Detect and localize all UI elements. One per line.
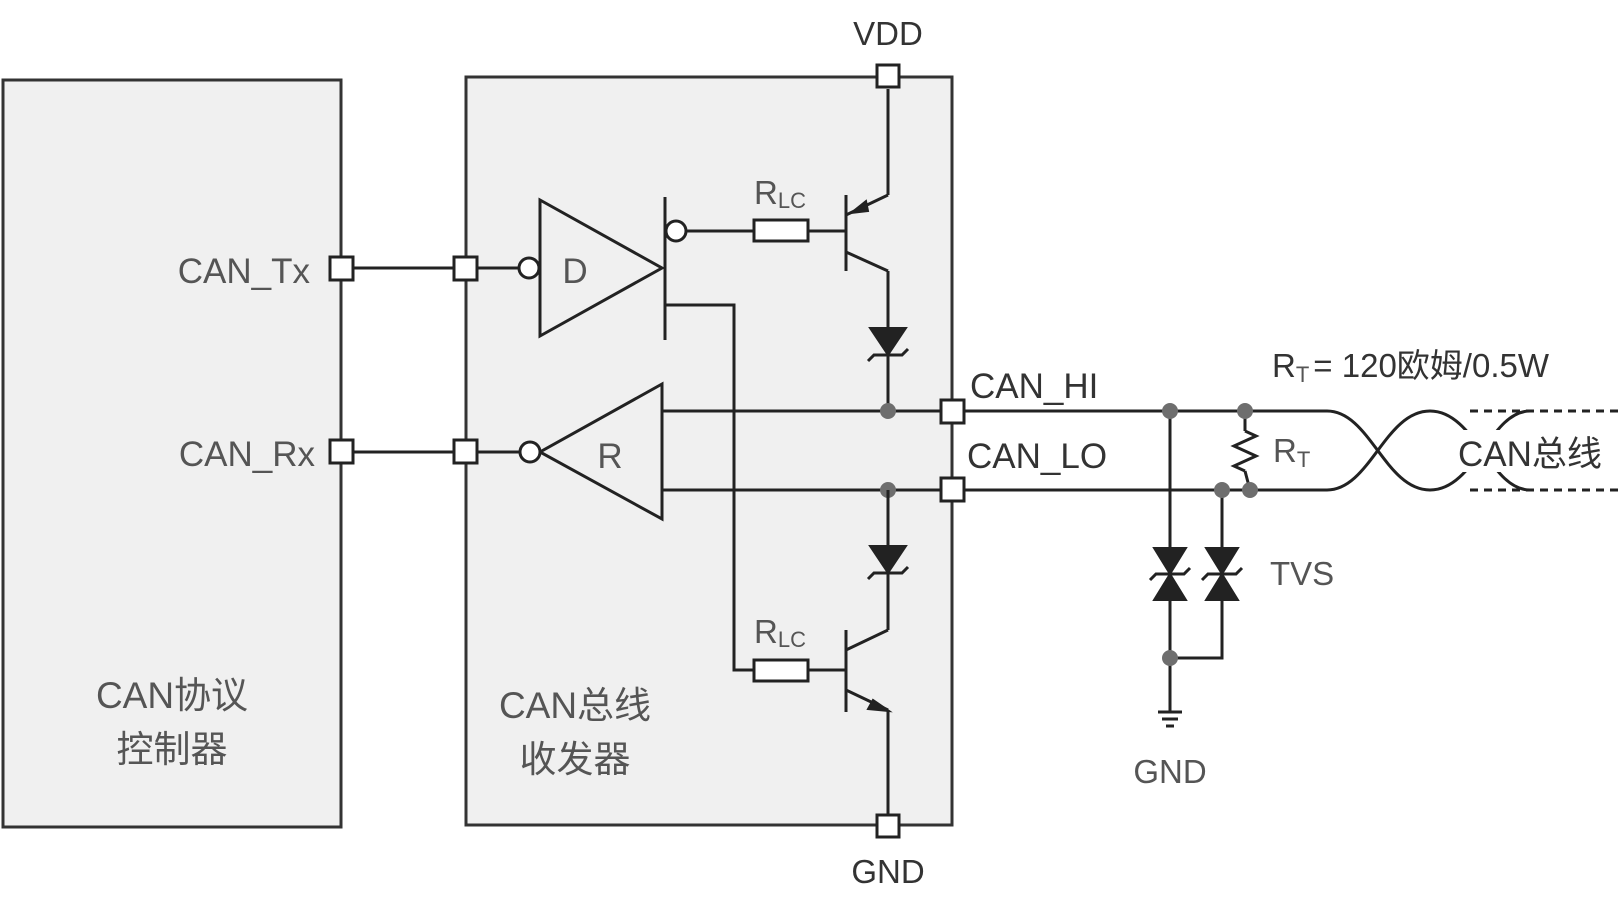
transistor-bottom-collector-leg (845, 628, 889, 652)
can-lo-label: CAN_LO (967, 437, 1107, 476)
rt-top-junction-dot (1237, 403, 1253, 419)
controller-tx-pin (328, 255, 355, 282)
tvs-right-upper-triangle (1204, 547, 1240, 576)
vdd-label: VDD (853, 15, 923, 52)
rlc-resistor-bottom (752, 658, 810, 683)
transistor-top-collector-leg (845, 250, 889, 273)
controller-rx-pin (328, 438, 355, 465)
tvs-right-lower-triangle (1204, 572, 1240, 601)
receiver-inverting-output-bubble (518, 440, 542, 464)
can-rx-label: CAN_Rx (179, 435, 316, 474)
twisted-pair-strand-b (1326, 409, 1531, 492)
can-bus-label: CAN总线 (1458, 435, 1602, 474)
can-hi-junction-dot (880, 403, 896, 419)
tvs-left-junction-dot (1162, 403, 1178, 419)
receiver-label: R (597, 437, 622, 476)
can-controller-label-line2: 控制器 (117, 729, 228, 770)
tvs-label: TVS (1270, 555, 1334, 592)
can-lo-pin (939, 476, 966, 503)
transceiver-tx-pin (452, 255, 479, 282)
receiver-triangle (536, 381, 664, 522)
transceiver-gnd-label: GND (851, 853, 924, 890)
transistor-top-emitter-arrow (847, 199, 870, 215)
driver-inverting-input-bubble (517, 256, 541, 280)
can-hi-label: CAN_HI (970, 367, 1098, 406)
rt-spec-label: RT= 120欧姆/0.5W (1272, 347, 1550, 387)
can-controller-block (1, 78, 343, 829)
tvs-left-upper-triangle (1152, 547, 1188, 576)
bus-label-background (1458, 430, 1608, 472)
can-controller-label-line1: CAN协议 (96, 675, 248, 716)
external-gnd-label: GND (1133, 753, 1206, 790)
can-tx-label: CAN_Tx (178, 252, 311, 291)
tvs-right-junction-dot (1214, 482, 1230, 498)
can-transceiver-label-line2: 收发器 (520, 739, 631, 780)
vdd-pin (875, 63, 901, 89)
diode-bottom-triangle (868, 545, 908, 575)
rt-label: RT (1273, 432, 1310, 472)
rt-bottom-junction-dot (1242, 482, 1258, 498)
rlc-resistor-top (752, 218, 810, 243)
can-hi-pin (939, 398, 966, 425)
tvs-right-wire-bottom (1170, 600, 1224, 660)
driver-output-bubble (664, 219, 688, 243)
rlc-bottom-label: RLC (754, 613, 806, 652)
tvs-ground-junction-dot (1162, 650, 1178, 666)
rlc-top-label: RLC (754, 174, 806, 213)
can-transceiver-label-line1: CAN总线 (499, 685, 651, 726)
rt-resistor-zigzag (1230, 429, 1260, 473)
driver-label: D (562, 252, 587, 291)
transceiver-gnd-pin (875, 813, 901, 839)
twisted-pair-strand-a (1326, 409, 1531, 492)
driver-to-rlc-bottom-wire (665, 303, 754, 672)
diode-top-triangle (868, 327, 908, 357)
tvs-left-lower-triangle (1152, 572, 1188, 601)
transistor-bottom-emitter-arrow (866, 698, 893, 713)
transceiver-rx-pin (452, 438, 479, 465)
